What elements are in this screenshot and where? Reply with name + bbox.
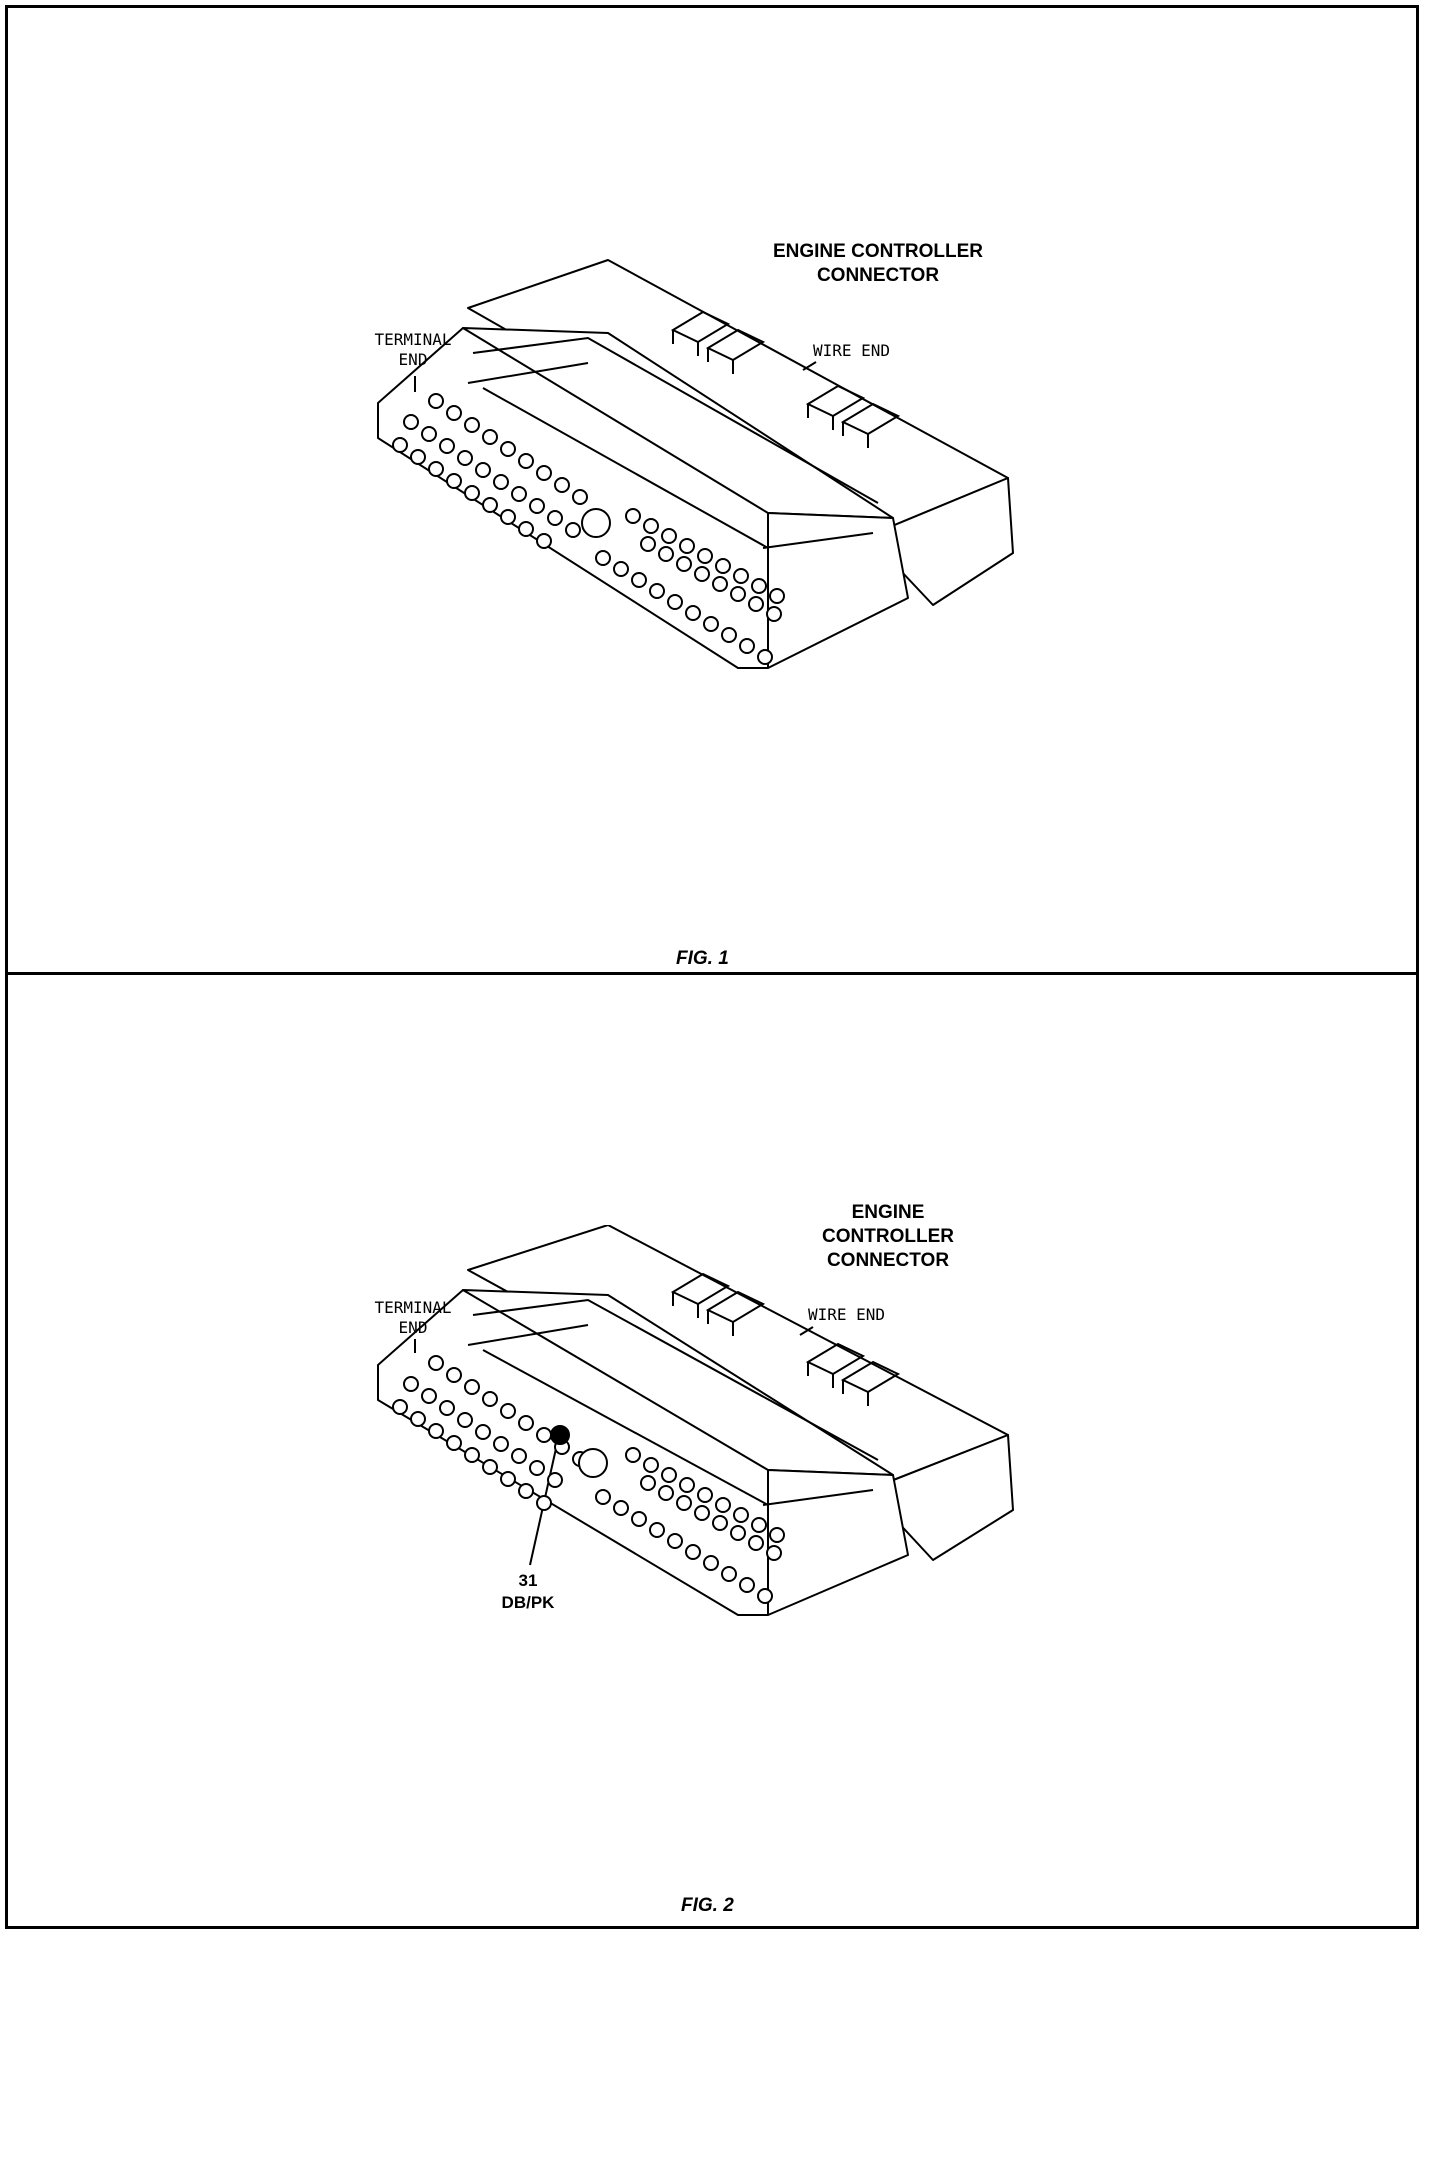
terminal-end-line-1: TERMINAL (374, 1298, 452, 1317)
recess-rail-left (472, 336, 879, 504)
wire-end-leader (802, 361, 817, 371)
rail-bar-2 (762, 1489, 874, 1506)
recess-rail-inner (482, 1349, 769, 1506)
right-pin-group (595, 508, 785, 665)
terminal-end-line-1: TERMINAL (374, 330, 452, 349)
title-line-3: CONNECTOR (826, 1250, 950, 1271)
terminal-end-label: TERMINAL END (353, 1298, 473, 1338)
figure-caption: FIG. 2 (681, 1895, 734, 1916)
connector-title: ENGINE CONTROLLER CONNECTOR (778, 1201, 998, 1273)
figure-divider (5, 972, 1419, 975)
latch-2 (705, 328, 766, 374)
connector-drawing-1 (377, 259, 1014, 669)
front-right-face (767, 512, 909, 669)
connector-drawing-2 (377, 1225, 1014, 1616)
pin-number: 31 (518, 1571, 538, 1590)
rail-bar-1 (467, 362, 589, 384)
front-right-face (767, 1469, 909, 1616)
left-pin-group (392, 393, 588, 549)
center-key-hole (581, 508, 611, 538)
terminal-end-label: TERMINAL END (353, 330, 473, 370)
right-pin-group (595, 1447, 785, 1604)
recess-rail-inner (482, 387, 769, 549)
connector-title: ENGINE CONTROLLER CONNECTOR (728, 240, 1028, 288)
title-line-2: CONNECTOR (816, 265, 940, 286)
latch-1 (670, 1272, 731, 1318)
figure-1-panel: ENGINE CONTROLLER CONNECTOR TERMINAL END… (8, 8, 1416, 972)
wire-end-leader (799, 1326, 814, 1336)
wire-end-label: WIRE END (813, 341, 891, 360)
latch-3 (805, 1342, 866, 1388)
housing-back-side (867, 1434, 1014, 1561)
title-line-1: ENGINE (851, 1202, 925, 1223)
terminal-end-line-2: END (398, 350, 428, 369)
latch-3 (805, 384, 866, 430)
terminal-end-line-2: END (398, 1318, 428, 1337)
rail-bar-2 (762, 532, 874, 549)
pin-31-highlight (550, 1425, 570, 1445)
rail-bar-1 (467, 1324, 589, 1346)
title-line-2: CONTROLLER (822, 1226, 954, 1247)
recess-rail-left (472, 1298, 879, 1461)
wire-end-label: WIRE END (808, 1305, 886, 1324)
title-line-1: ENGINE CONTROLLER (772, 241, 984, 262)
figure-caption: FIG. 1 (676, 948, 729, 969)
center-key-hole (578, 1448, 608, 1478)
latch-1 (670, 310, 731, 356)
pin-31-label: 31 DB/PK (493, 1570, 563, 1614)
latch-2 (705, 1290, 766, 1336)
latch-4 (840, 1360, 901, 1406)
page-frame (5, 5, 1419, 1929)
pin-wire-color: DB/PK (501, 1593, 555, 1612)
figure-2-panel: ENGINE CONTROLLER CONNECTOR TERMINAL END… (8, 975, 1416, 1926)
latch-4 (840, 402, 901, 448)
